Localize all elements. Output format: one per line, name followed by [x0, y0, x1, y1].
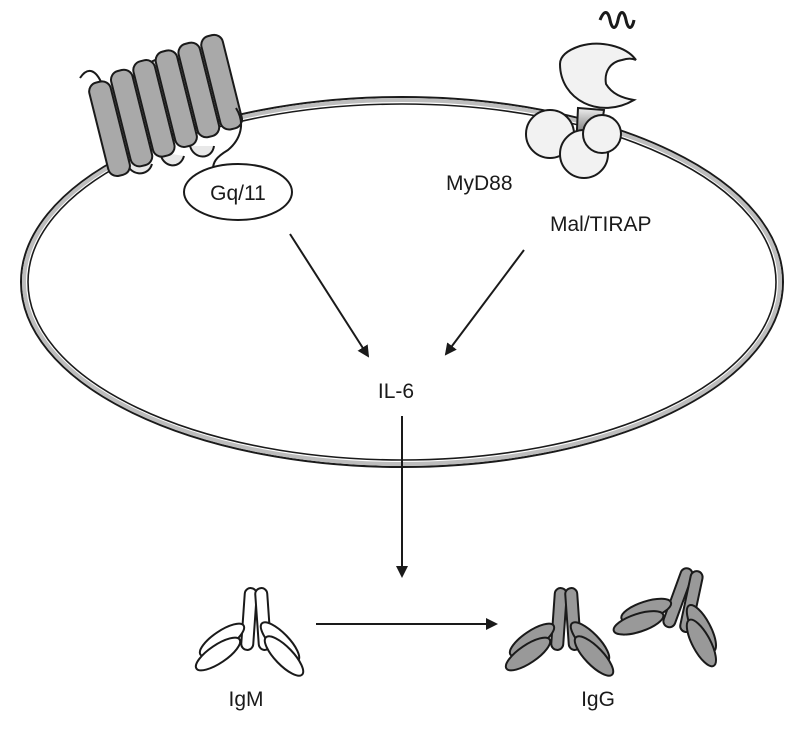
- il6-label: IL-6: [378, 380, 414, 403]
- myd88-label: MyD88: [446, 172, 513, 195]
- gq11-oval: [183, 163, 293, 221]
- arrow-gq11-to-il6: [289, 233, 370, 358]
- igm-antibody-icon: [194, 587, 305, 677]
- gq11-label: Gq/11: [210, 182, 266, 205]
- tlr-receptor-icon: [525, 11, 637, 179]
- gpcr-receptor-icon: [79, 33, 243, 178]
- igg-antibody-tilted-icon: [612, 567, 717, 668]
- mal-tirap-label: Mal/TIRAP: [550, 213, 652, 236]
- igg-antibody-icon: [504, 587, 615, 677]
- igm-label: IgM: [228, 688, 263, 711]
- igg-label: IgG: [581, 688, 615, 711]
- arrow-myd88-to-il6: [444, 249, 525, 356]
